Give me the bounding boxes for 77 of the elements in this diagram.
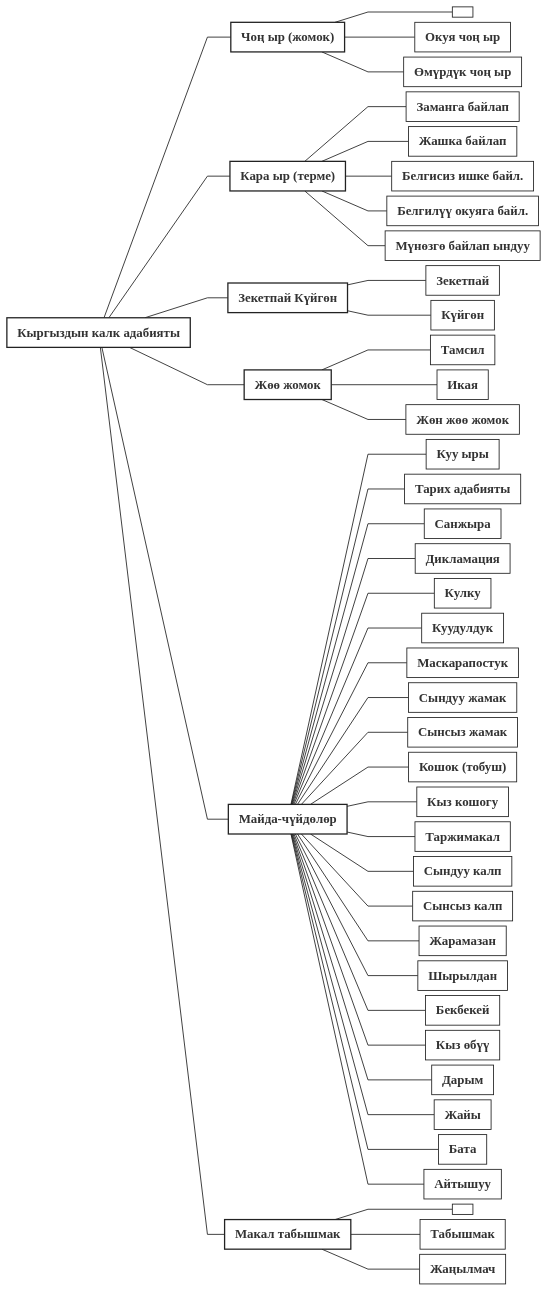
node-box: Икая	[436, 369, 489, 400]
node-box: Жайы	[433, 1099, 492, 1130]
node-box: Окуя чоң ыр	[414, 21, 511, 53]
connector	[321, 51, 405, 73]
connector	[294, 662, 408, 805]
connector	[290, 488, 405, 805]
connector	[345, 175, 393, 177]
connector	[304, 190, 386, 247]
connector	[294, 833, 419, 977]
connector	[321, 190, 388, 212]
node-box: Кошок (тобуш)	[408, 751, 518, 783]
connector	[129, 346, 245, 386]
node-box: Айтышуу	[423, 1168, 502, 1200]
connector	[101, 346, 229, 820]
node-box	[451, 1203, 474, 1215]
node-box: Кулку	[433, 578, 492, 609]
node-box: Бата	[438, 1134, 488, 1165]
connector	[310, 766, 409, 805]
connector	[99, 346, 225, 1235]
node-box: Дикламация	[414, 543, 511, 574]
connector	[291, 558, 416, 805]
node-box: Санжыра	[423, 508, 502, 539]
node-box: Макал табышмак	[223, 1218, 352, 1250]
connector	[321, 399, 407, 420]
node-box: Өмүрдүк чоң ыр	[403, 56, 523, 88]
node-box: Күйгөн	[430, 299, 495, 331]
node-box: Майда-чүйдөлөр	[227, 803, 348, 835]
connector	[346, 831, 416, 837]
node-box: Жөө жомок	[243, 369, 332, 401]
connector	[347, 310, 432, 316]
node-box: Шырылдан	[417, 960, 508, 991]
node-box: Сындуу калп	[413, 856, 513, 887]
node-box: Чоң ыр (жомок)	[230, 21, 346, 53]
node-box: Дарым	[431, 1064, 494, 1096]
connector	[297, 697, 409, 805]
node-box: Табышмак	[419, 1219, 506, 1250]
connector	[304, 106, 407, 162]
node-box: Сындуу жамак	[408, 682, 518, 713]
node-box: Кара ыр (терме)	[229, 160, 347, 192]
connector	[293, 627, 423, 805]
node-box: Заманга байлап	[405, 91, 520, 122]
connector	[310, 833, 414, 872]
connector	[293, 833, 426, 1011]
node-box: Бекбекей	[425, 995, 501, 1026]
node-box: Жарамазан	[418, 925, 507, 957]
node-box: Жөн жөө жомок	[405, 404, 520, 435]
node-box: Белгисиз ишке байл.	[391, 160, 534, 192]
node-box: Белгилүү окуяга байл.	[386, 195, 539, 227]
node-box: Куудулдук	[421, 612, 504, 644]
connector	[347, 280, 427, 286]
node-box: Сынсыз жамак	[407, 717, 518, 748]
connector	[291, 523, 425, 805]
connector	[321, 140, 409, 162]
connector	[292, 592, 435, 805]
node-box: Тамсил	[430, 334, 496, 366]
node-box: Зекетпай Күйгөн	[227, 282, 349, 314]
connector	[297, 833, 420, 942]
node-box: Жашка байлап	[408, 126, 518, 157]
node-box: Мүнөзгө байлап ындуу	[384, 230, 541, 261]
node-box: Тарих адабияты	[404, 473, 522, 505]
connector	[300, 731, 409, 805]
connector	[300, 833, 414, 907]
node-box: Таржимакал	[414, 821, 511, 852]
node-box: Зекетпай	[425, 265, 500, 296]
node-box: Жаңылмач	[419, 1253, 507, 1285]
connector	[290, 833, 425, 1185]
connector	[290, 453, 427, 805]
node-box: Кыз кошогу	[416, 786, 509, 818]
node-box: Сынсыз калп	[412, 890, 514, 922]
node-box: Маскарапостук	[406, 647, 519, 678]
node-box: Кыргыздын калк адабияты	[6, 317, 191, 348]
node-box: Куу ыры	[425, 439, 500, 470]
connector	[344, 36, 416, 38]
connector	[350, 1233, 421, 1235]
connector	[292, 833, 426, 1046]
node-box: Кыз өбүү	[425, 1029, 501, 1061]
node-box	[451, 6, 474, 18]
